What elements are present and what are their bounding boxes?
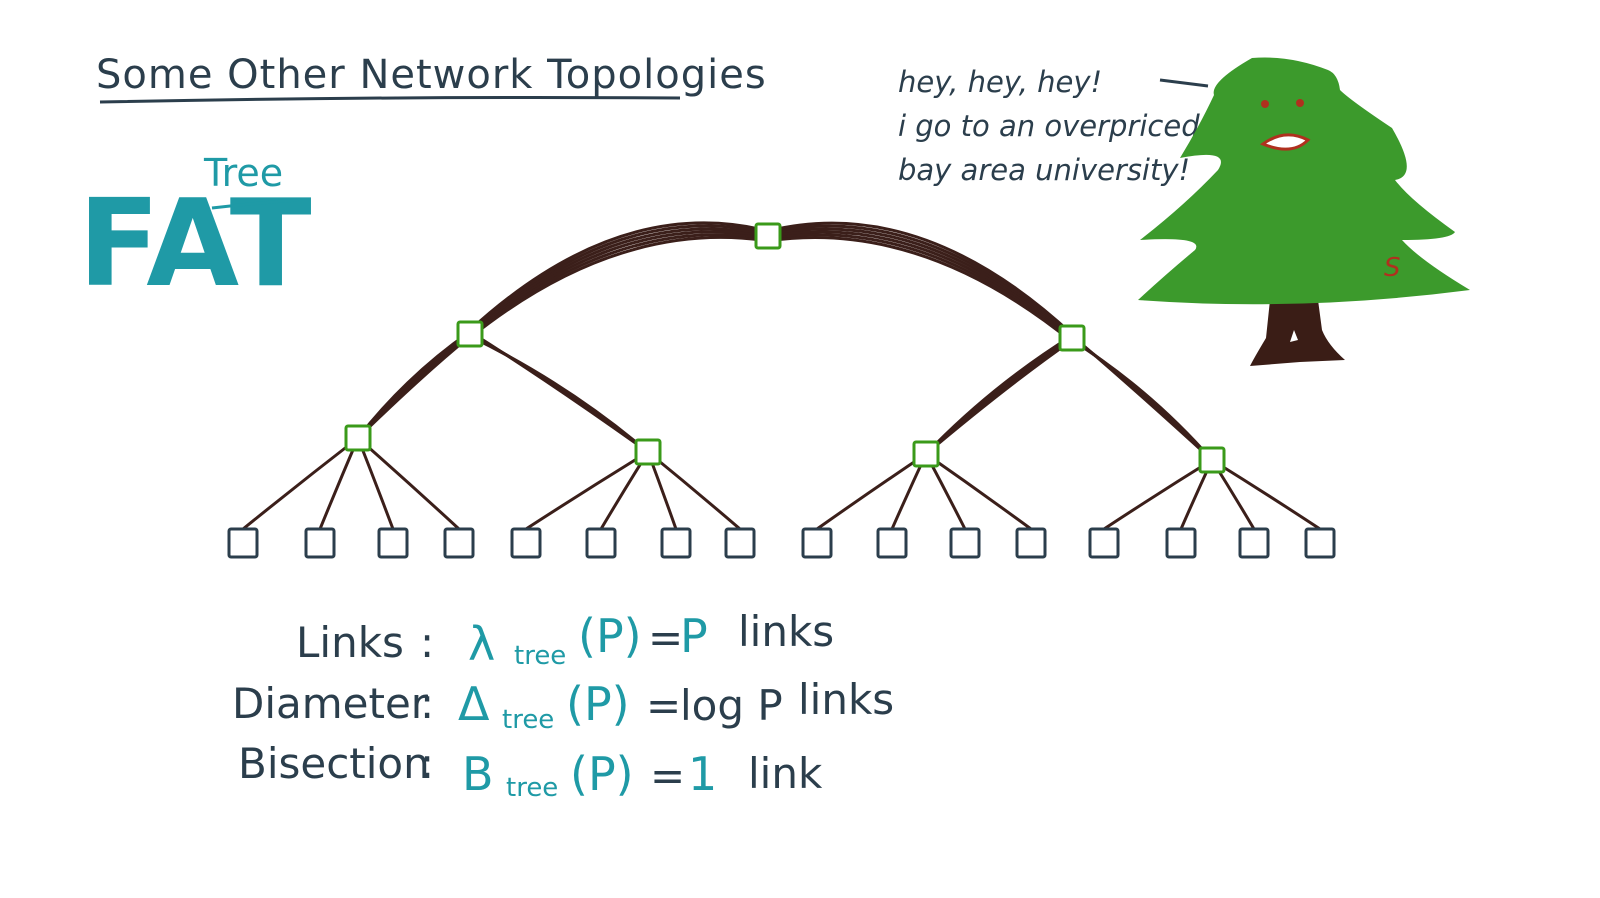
leaf-link xyxy=(356,436,461,531)
tree-trunk xyxy=(1250,300,1345,366)
trunk-link xyxy=(766,227,1074,339)
leaf-node xyxy=(1088,527,1120,559)
tree-knot-icon xyxy=(1290,330,1298,342)
trunk-link xyxy=(468,230,770,337)
metric-symbol: B xyxy=(462,747,494,801)
metric-label: Bisection xyxy=(238,739,430,788)
leaf-node xyxy=(801,527,833,559)
mid-switch xyxy=(1058,324,1086,352)
metric-argument: (P) xyxy=(566,677,630,731)
leaf-node xyxy=(1304,527,1336,559)
metric-subscript: tree xyxy=(514,641,566,671)
trunk-link xyxy=(766,233,1074,342)
edge-switch xyxy=(912,440,940,468)
trunk-link xyxy=(766,230,1074,341)
metric-unit: links xyxy=(798,675,894,724)
edge-switch xyxy=(344,424,372,452)
tree-letter: S xyxy=(1384,253,1401,283)
trunk-link xyxy=(468,235,770,340)
metric-colon: : xyxy=(420,739,434,788)
tree-word-underline xyxy=(211,198,299,210)
speech-bubble: hey, hey, hey! i go to an overpriced bay… xyxy=(898,65,1209,187)
tree-eye-left xyxy=(1261,100,1269,108)
leaf-node xyxy=(1015,527,1047,559)
tree-mascot: S xyxy=(1138,57,1470,366)
leaf-node xyxy=(1165,527,1197,559)
mid-switch xyxy=(456,320,484,348)
metric-equals: = xyxy=(648,613,683,662)
leaf-node xyxy=(949,527,981,559)
leaf-link xyxy=(524,450,650,531)
branch-link xyxy=(924,338,1074,456)
branch-link xyxy=(468,334,650,454)
page-title: Some Other Network Topologies xyxy=(96,52,767,98)
metric-value: log P xyxy=(680,681,783,730)
leaf-node xyxy=(304,527,336,559)
metric-subscript: tree xyxy=(506,773,558,803)
branch-link xyxy=(1070,338,1214,462)
metric-label: Links xyxy=(296,618,404,667)
trunk-link xyxy=(468,227,770,335)
metric-links: Links : λ tree (P) = P links xyxy=(296,607,834,671)
speech-line-3: bay area university! xyxy=(898,153,1190,187)
speech-line-2: i go to an overpriced xyxy=(898,109,1200,143)
leaf-link xyxy=(1210,458,1322,531)
root-switch xyxy=(754,222,782,250)
edge-switch xyxy=(634,438,662,466)
metric-colon: : xyxy=(420,679,434,728)
metrics: Links : λ tree (P) = P links Diameter : … xyxy=(232,607,894,803)
fat-word: FAT xyxy=(78,175,312,314)
branch-link xyxy=(356,334,472,440)
speech-line-1: hey, hey, hey! xyxy=(898,65,1102,99)
trunk-link xyxy=(468,221,770,332)
leaf-node xyxy=(227,527,259,559)
metric-diameter: Diameter : Δ tree (P) = log P links xyxy=(232,675,894,735)
title-underline xyxy=(99,96,681,104)
trunk-link xyxy=(766,221,1074,336)
speech-pointer xyxy=(1159,78,1209,88)
leaf-link xyxy=(924,452,1033,531)
metric-unit: link xyxy=(748,749,823,798)
metric-argument: (P) xyxy=(578,609,642,663)
metric-unit: links xyxy=(738,607,834,656)
metric-equals: = xyxy=(650,751,685,800)
edge-switch xyxy=(1198,446,1226,474)
metric-subscript: tree xyxy=(502,705,554,735)
tree-word: Tree xyxy=(203,151,283,195)
tree-foliage xyxy=(1138,57,1470,305)
metric-colon: : xyxy=(420,618,434,667)
metric-label: Diameter xyxy=(232,679,429,728)
leaf-node xyxy=(724,527,756,559)
metric-argument: (P) xyxy=(570,747,634,801)
metric-value: 1 xyxy=(688,747,717,801)
leaf-node xyxy=(660,527,692,559)
tree-eye-right xyxy=(1296,99,1304,107)
leaf-node xyxy=(377,527,409,559)
leaf-link xyxy=(241,436,360,531)
fat-tree-label: FAT Tree xyxy=(78,151,312,314)
tree-mouth xyxy=(1259,133,1311,151)
leaf-node xyxy=(443,527,475,559)
fat-tree-links xyxy=(241,221,1322,531)
trunk-link xyxy=(766,224,1074,338)
trunk-link xyxy=(766,236,1074,344)
leaf-node xyxy=(510,527,542,559)
leaf-node xyxy=(876,527,908,559)
trunk-link xyxy=(468,233,770,338)
leaf-node xyxy=(1238,527,1270,559)
metric-equals: = xyxy=(646,681,681,730)
metric-bisection: Bisection : B tree (P) = 1 link xyxy=(238,739,823,803)
trunk-link xyxy=(468,224,770,334)
metric-value: P xyxy=(680,609,708,663)
leaf-node xyxy=(585,527,617,559)
metric-symbol: λ xyxy=(468,617,495,671)
fat-tree-nodes xyxy=(227,222,1336,559)
metric-symbol: Δ xyxy=(458,677,490,731)
